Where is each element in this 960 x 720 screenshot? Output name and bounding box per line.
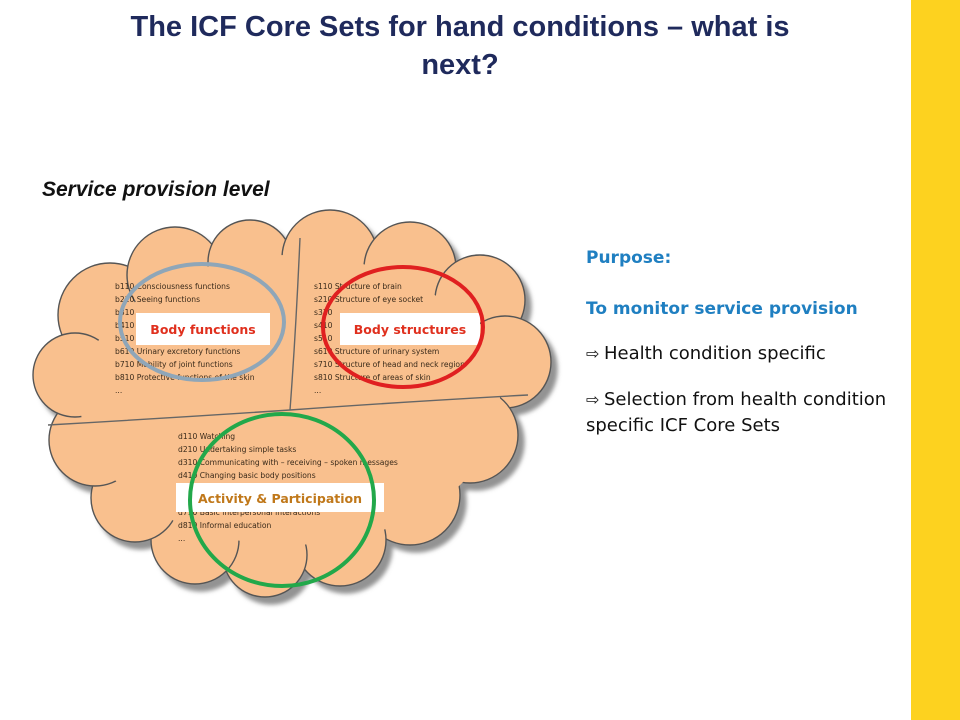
bs-item: s110 Structure of brain (314, 282, 402, 291)
bs-item: s210 Structure of eye socket (314, 295, 423, 304)
bs-item: ... (314, 386, 321, 395)
body-structures-ring (321, 265, 485, 389)
bs-item: s610 Structure of urinary system (314, 347, 439, 356)
bf-item: b210 Seeing functions (115, 295, 200, 304)
body-structures-label: Body structures (354, 322, 466, 337)
page-title: The ICF Core Sets for hand conditions – … (40, 8, 880, 84)
arrow-right-icon: ⇨ (586, 344, 600, 363)
ap-item: d310 Communicating with – receiving – sp… (178, 458, 398, 467)
activity-participation-ring (188, 412, 376, 588)
purpose-panel: Purpose: To monitor service provision ⇨H… (586, 246, 916, 439)
bs-item: s710 Structure of head and neck region (314, 360, 465, 369)
activity-participation-label: Activity & Participation (198, 491, 362, 506)
ap-item: d110 Watching (178, 432, 235, 441)
bf-item: ... (115, 386, 122, 395)
cloud-shape (32, 209, 552, 598)
ap-item: d710 Basic interpersonal interactions (178, 508, 320, 517)
purpose-aim: To monitor service provision (586, 299, 858, 319)
divider-left (47, 409, 291, 426)
body-structures-label-box (340, 313, 480, 345)
purpose-bullet-text: Health condition specific (604, 343, 826, 364)
purpose-bullet-2: ⇨Selection from health condition specifi… (586, 387, 916, 439)
bf-item: b410 (115, 321, 134, 330)
divider-right (289, 394, 529, 411)
activity-participation-list: d110 Watching d210 Undertaking simple ta… (178, 432, 398, 543)
activity-participation-label-box (176, 483, 384, 512)
ap-item: d410 Changing basic body positions (178, 471, 316, 480)
bf-item: b710 Mobility of joint functions (115, 360, 233, 369)
bf-item: b310 (115, 308, 134, 317)
page-title-line-2: next? (421, 49, 499, 81)
page-title-line-1: The ICF Core Sets for hand conditions – … (130, 11, 790, 43)
bf-item: b610 Urinary excretory functions (115, 347, 240, 356)
ap-item: d810 Informal education (178, 521, 272, 530)
sidebar-yellow-bar (911, 0, 960, 720)
body-functions-label-box (136, 313, 270, 345)
purpose-bullet-1: ⇨Health condition specific (586, 341, 916, 367)
purpose-heading: Purpose: (586, 248, 672, 268)
body-functions-label: Body functions (150, 322, 255, 337)
divider-top (289, 237, 301, 411)
bs-item: s810 Structure of areas of skin (314, 373, 431, 382)
arrow-right-icon: ⇨ (586, 390, 600, 409)
ap-item: d210 Undertaking simple tasks (178, 445, 296, 454)
body-functions-ring (118, 262, 286, 382)
section-subtitle: Service provision level (42, 178, 270, 201)
purpose-bullet-text: Selection from health condition specific… (586, 389, 887, 436)
bf-item: b110 Consciousness functions (115, 282, 230, 291)
ap-item: ... (178, 534, 185, 543)
